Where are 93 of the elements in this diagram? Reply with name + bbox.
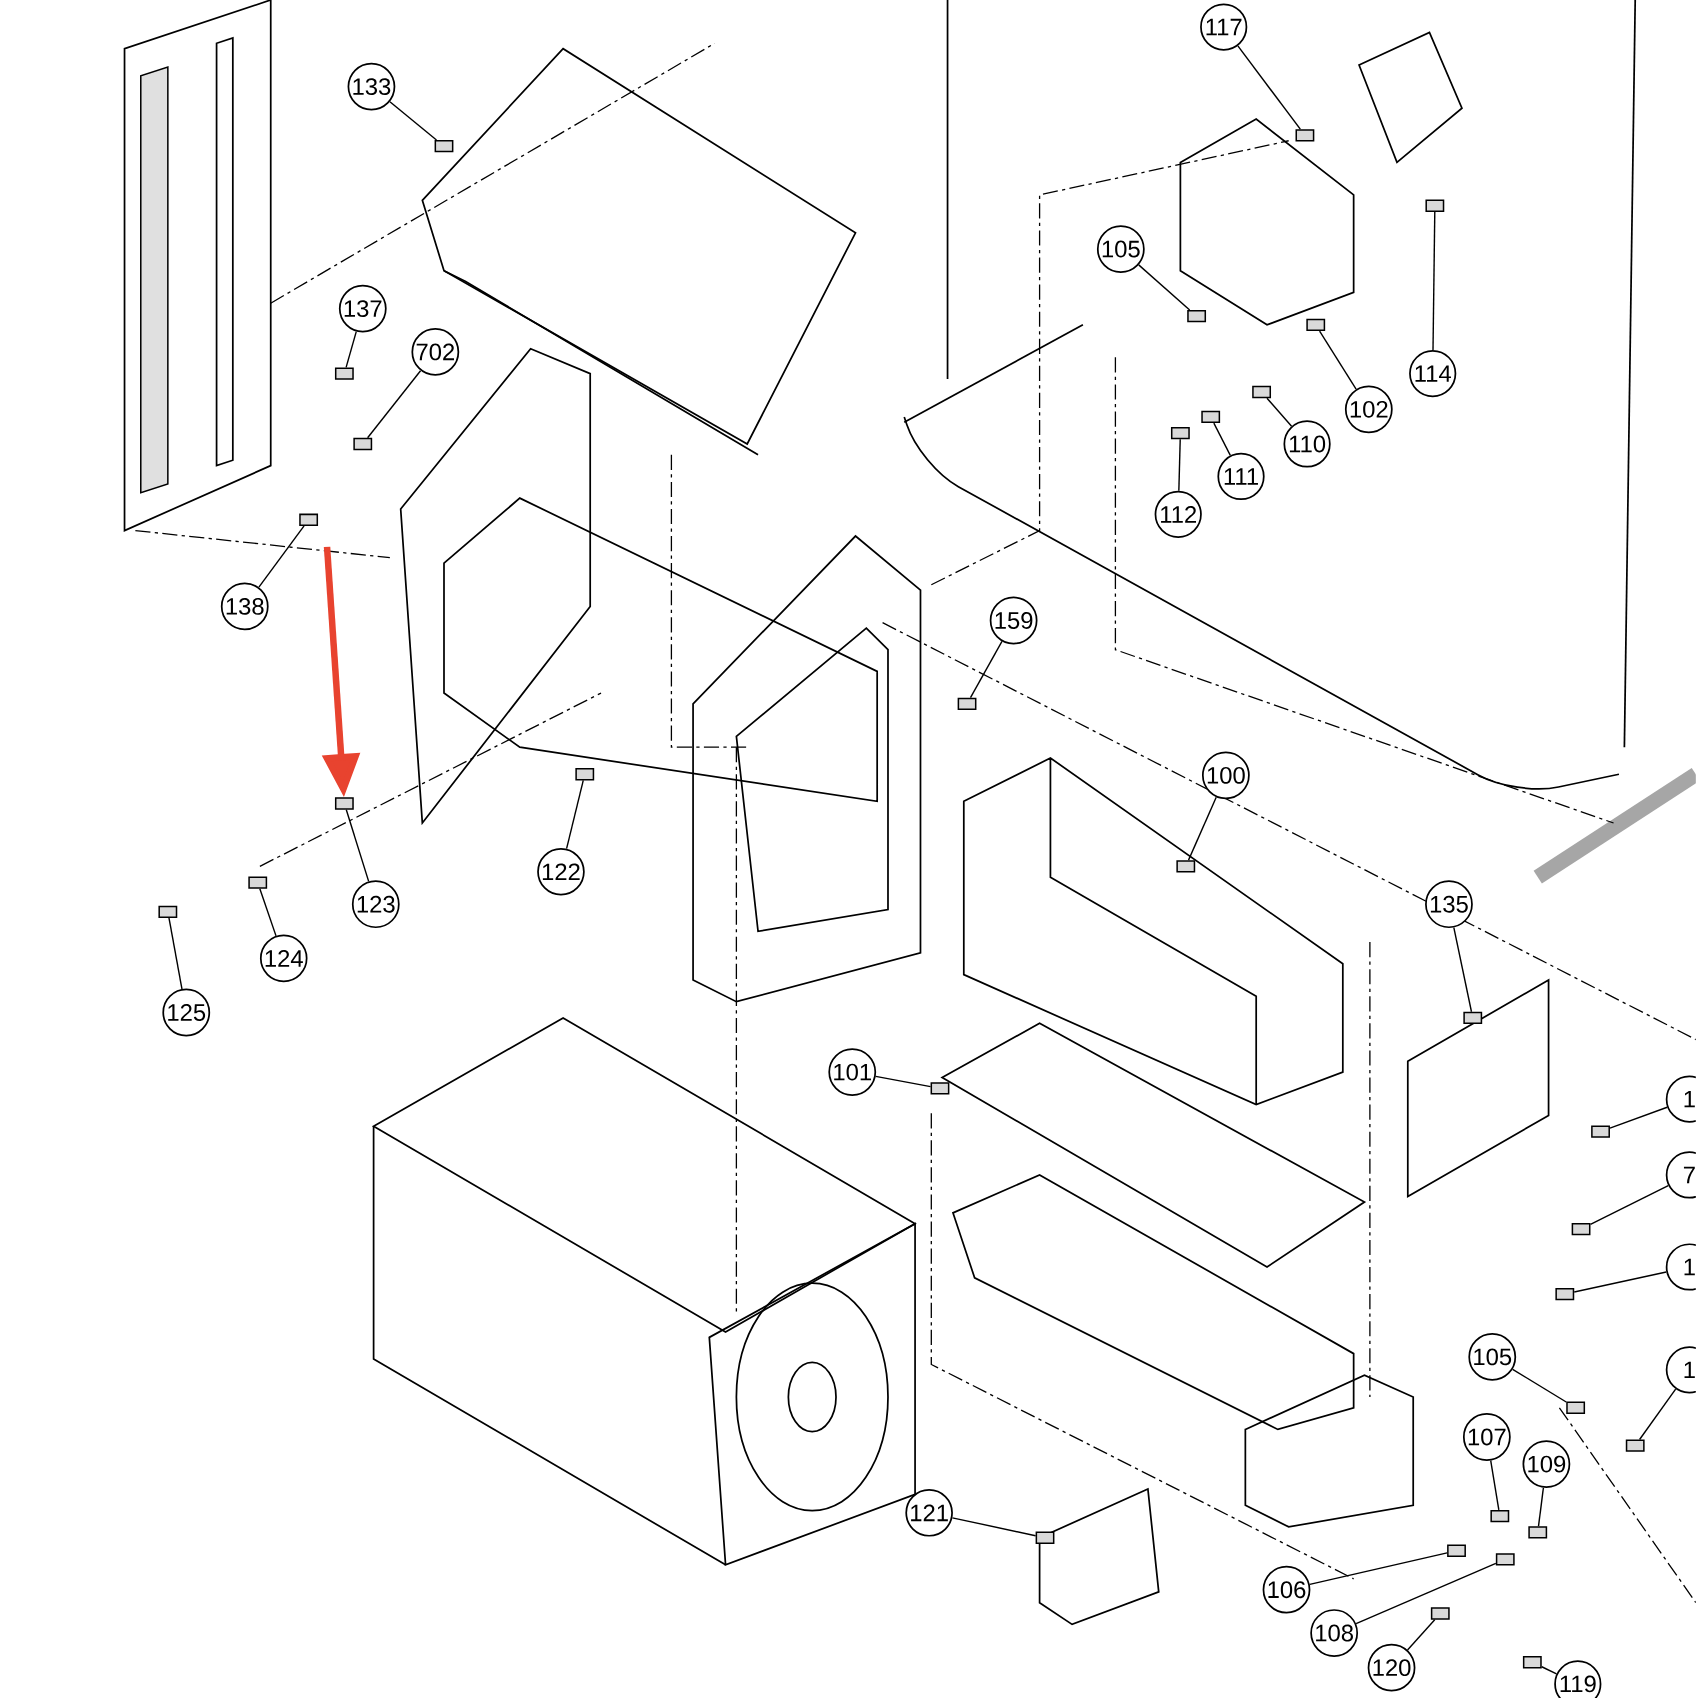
part	[1625, 1439, 1645, 1452]
part	[1430, 1607, 1450, 1620]
leader-line	[1355, 1562, 1497, 1625]
callout-number: 119	[1554, 1660, 1602, 1698]
callout-number: 138	[220, 582, 269, 631]
part	[1447, 1544, 1466, 1557]
leader-line	[1213, 422, 1232, 457]
leader-line	[258, 525, 305, 588]
leader-line	[1237, 45, 1302, 130]
callout-number: 123	[351, 880, 400, 929]
callout-number: 137	[338, 284, 387, 333]
leader-line	[969, 640, 1003, 699]
leader-line	[875, 1075, 932, 1088]
part	[1463, 1011, 1483, 1025]
leader-line	[1406, 1619, 1436, 1651]
part	[1187, 310, 1207, 323]
callout-number: 1	[1665, 1075, 1696, 1123]
leader-line	[345, 330, 358, 369]
callout-number: 124	[260, 934, 308, 983]
callout-number: 100	[1202, 751, 1250, 800]
callout-number: 105	[1097, 225, 1145, 273]
part	[1176, 860, 1196, 873]
callout-number: 1	[1665, 1243, 1696, 1291]
part	[335, 367, 354, 380]
part	[335, 797, 354, 810]
callout-number: 135	[1425, 880, 1473, 929]
part	[1425, 199, 1445, 212]
part	[1171, 426, 1190, 440]
leader-line	[367, 370, 422, 439]
callout-number: 109	[1522, 1440, 1571, 1488]
callout-number: 702	[411, 328, 460, 376]
callout-number: 122	[537, 847, 585, 896]
part	[1201, 410, 1221, 424]
leader-line	[1178, 438, 1181, 492]
part	[1528, 1526, 1548, 1539]
part	[957, 697, 977, 711]
leader-line	[1319, 330, 1357, 390]
callout-number: 121	[905, 1489, 953, 1537]
part	[1591, 1125, 1611, 1138]
callout-number: 125	[162, 988, 211, 1037]
leader-line	[1639, 1388, 1677, 1441]
callout-number: 117	[1200, 3, 1248, 51]
callout-number: 111	[1217, 452, 1265, 501]
part	[299, 513, 319, 526]
leader-line	[345, 808, 370, 883]
leader-line	[1453, 926, 1473, 1013]
part	[248, 876, 268, 889]
part	[1566, 1401, 1586, 1414]
part	[1490, 1509, 1510, 1523]
leader-line	[565, 779, 585, 850]
leader-line	[1490, 1459, 1500, 1511]
callout-number: 110	[1283, 420, 1331, 468]
leader-line	[1541, 1666, 1558, 1675]
part	[1555, 1287, 1575, 1301]
leader-line	[259, 888, 277, 937]
part	[575, 768, 595, 781]
callout-number: 106	[1262, 1565, 1311, 1614]
part	[1295, 129, 1315, 142]
part	[930, 1082, 950, 1095]
leader-line	[1537, 1487, 1545, 1527]
leader-line	[1573, 1271, 1668, 1293]
part	[1306, 318, 1326, 332]
part	[1252, 385, 1272, 399]
leader-line	[1266, 397, 1293, 427]
leader-line	[1187, 796, 1217, 861]
leader-line	[951, 1517, 1037, 1537]
callout-number: 159	[989, 596, 1038, 645]
callout-number: 108	[1310, 1609, 1359, 1657]
callout-number: 7	[1665, 1151, 1696, 1199]
part	[353, 437, 373, 451]
part	[1495, 1553, 1515, 1566]
part	[434, 140, 454, 153]
part	[1035, 1531, 1055, 1544]
leader-line	[1512, 1368, 1567, 1403]
callout-number: 133	[347, 62, 396, 111]
callout-number: 102	[1345, 385, 1393, 434]
part	[1523, 1656, 1542, 1669]
callout-number: 120	[1367, 1643, 1416, 1692]
leader-line	[1138, 264, 1191, 311]
leader-line	[1589, 1184, 1669, 1226]
part	[158, 905, 178, 918]
leader-line	[1432, 211, 1436, 351]
leader-line	[168, 917, 183, 990]
part	[1571, 1222, 1591, 1236]
callout-number: 107	[1463, 1413, 1511, 1461]
callout-number: 114	[1409, 350, 1457, 398]
callout-number: 105	[1468, 1333, 1517, 1381]
callout-number: 112	[1154, 490, 1202, 538]
leader-line	[1609, 1106, 1668, 1129]
callout-number: 101	[828, 1048, 877, 1096]
leader-line	[389, 101, 438, 141]
callout-number: 1	[1665, 1346, 1696, 1394]
leader-line	[1309, 1552, 1448, 1586]
